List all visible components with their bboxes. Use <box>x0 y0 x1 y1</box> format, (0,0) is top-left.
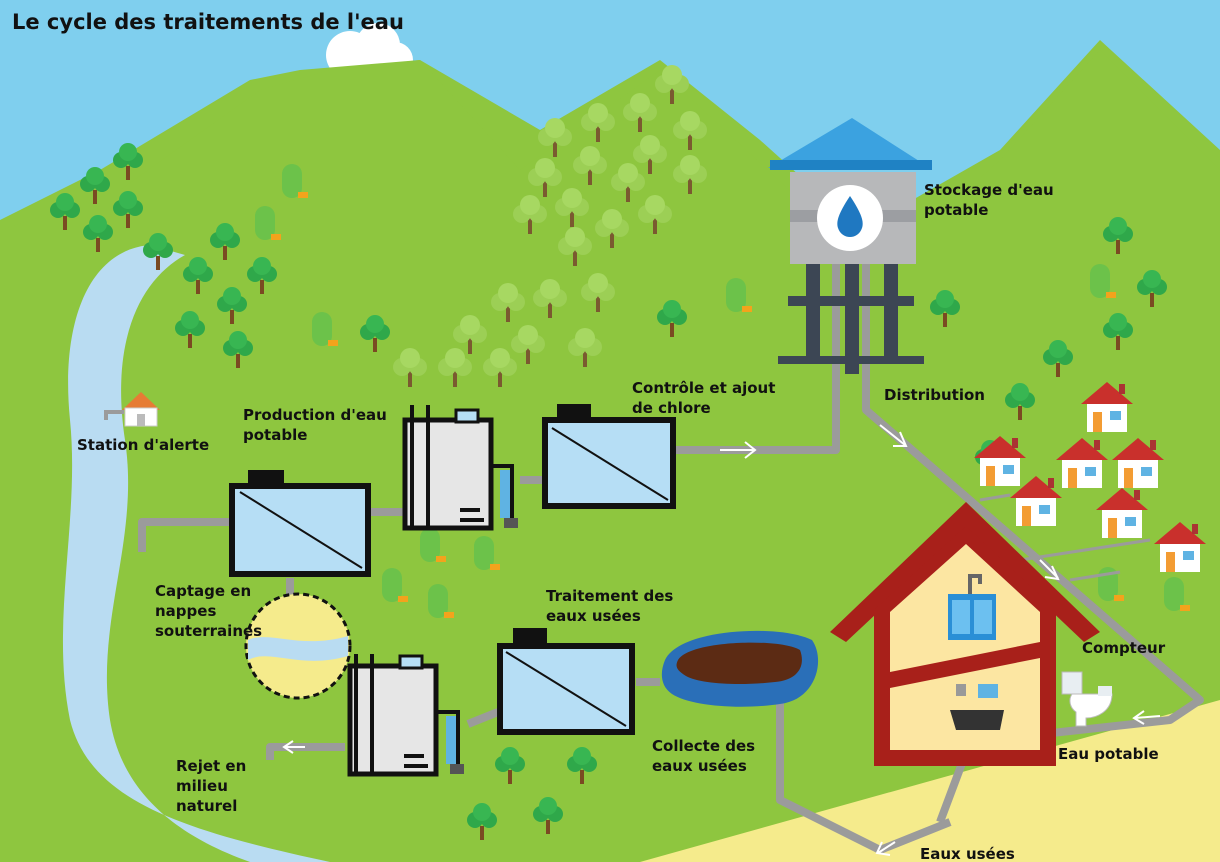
wastewater-tank <box>497 628 635 735</box>
page-title: Le cycle des traitements de l'eau <box>12 10 404 34</box>
production-tank <box>229 470 371 577</box>
chlorine-control-label: Contrôle et ajout de chlore <box>632 379 776 417</box>
house-cutaway <box>830 502 1100 766</box>
water-tower <box>768 118 932 374</box>
storage-label: Stockage d'eau potable <box>924 181 1054 219</box>
production-label: Production d'eau potable <box>243 406 387 444</box>
treatment-column-1 <box>402 405 518 531</box>
sludge-basin <box>661 630 819 707</box>
treatment-column-2 <box>347 654 464 777</box>
toilet <box>1061 671 1113 727</box>
meter-label: Compteur <box>1082 639 1166 657</box>
drinking-water-label: Eau potable <box>1058 745 1159 763</box>
wastewater-collection-label: Collecte des eaux usées <box>652 737 756 775</box>
groundwater-label: Captage en nappes souterraines <box>155 582 263 640</box>
alert-station-label: Station d'alerte <box>77 436 210 454</box>
wastewater-label: Eaux usées <box>920 845 1015 862</box>
distribution-label: Distribution <box>884 386 985 404</box>
discharge-label: Rejet en milieu naturel <box>176 757 247 815</box>
wastewater-treatment-label: Traitement des eaux usées <box>546 587 674 625</box>
alert-station <box>104 392 160 427</box>
chlorine-tank <box>542 404 676 509</box>
groundwater-capture <box>244 592 352 700</box>
